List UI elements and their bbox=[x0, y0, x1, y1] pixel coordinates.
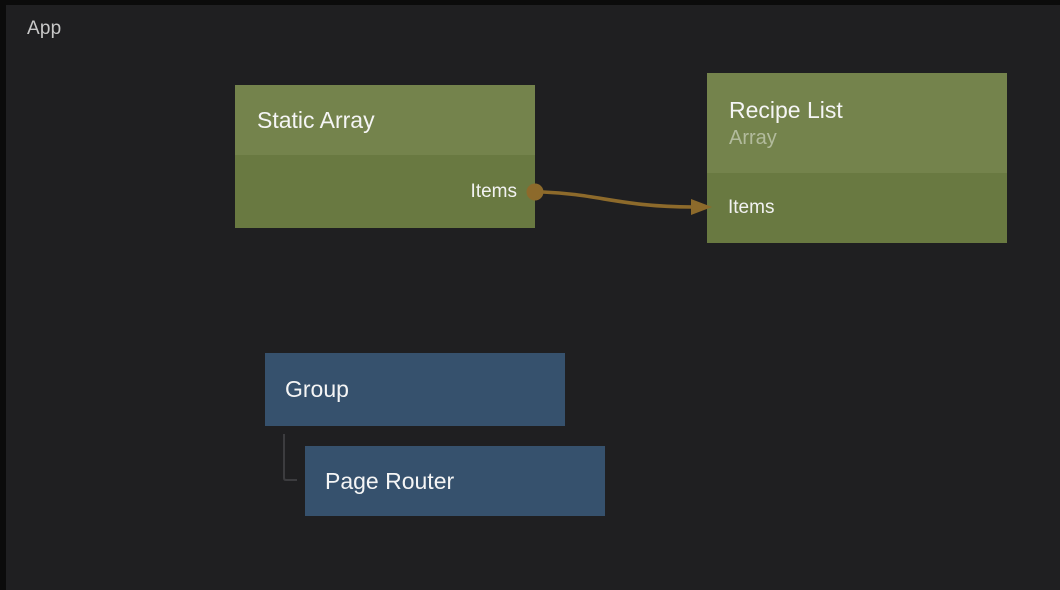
node-title: Static Array bbox=[257, 106, 375, 133]
node-subtitle: Array bbox=[729, 127, 777, 150]
node-title: Page Router bbox=[325, 467, 455, 494]
left-edge-strip bbox=[0, 0, 6, 590]
node-recipe-list[interactable]: Recipe List Array Items bbox=[707, 73, 1007, 243]
top-edge-strip bbox=[0, 0, 1060, 5]
node-title: Recipe List bbox=[729, 96, 843, 123]
node-static-array[interactable]: Static Array Items bbox=[235, 85, 535, 228]
port-label: Items bbox=[470, 180, 517, 202]
node-group[interactable]: Group bbox=[265, 353, 565, 426]
input-port-items[interactable]: Items bbox=[707, 173, 1007, 243]
output-port-items[interactable]: Items bbox=[235, 155, 535, 228]
node-static-array-header: Static Array bbox=[235, 85, 535, 155]
node-title: Group bbox=[285, 376, 349, 403]
breadcrumb[interactable]: App bbox=[27, 18, 62, 39]
data-wire[interactable] bbox=[542, 190, 694, 209]
node-page-router[interactable]: Page Router bbox=[305, 446, 605, 516]
hierarchy-connection-line[interactable] bbox=[283, 434, 297, 481]
node-recipe-list-header: Recipe List Array bbox=[707, 73, 1007, 173]
port-label: Items bbox=[728, 197, 775, 218]
